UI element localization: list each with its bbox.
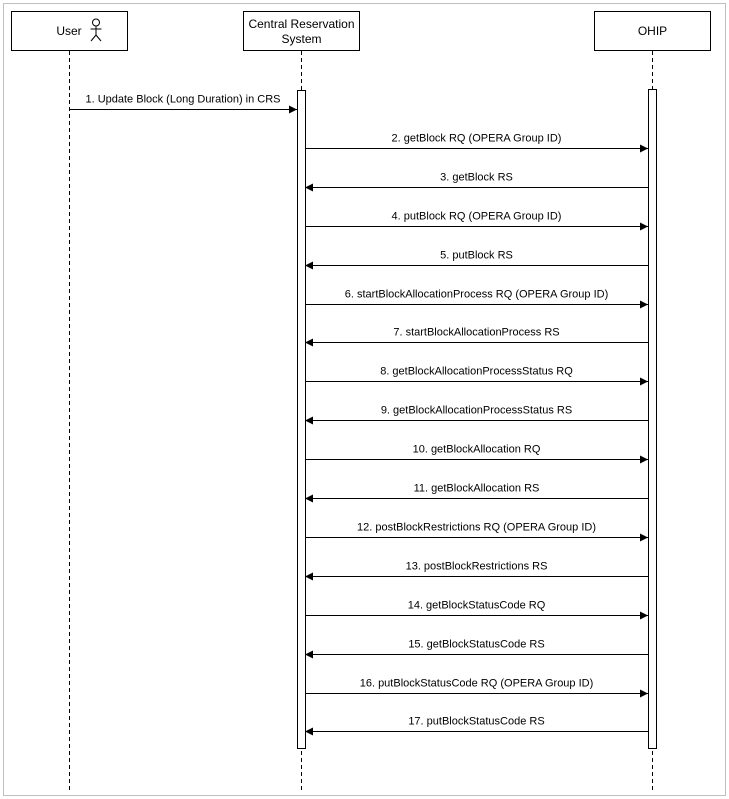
message-label: 11. getBlockAllocation RS — [414, 483, 540, 495]
message-label: 16. putBlockStatusCode RQ (OPERA Group I… — [360, 678, 594, 690]
message-label: 8. getBlockAllocationProcessStatus RQ — [380, 366, 573, 378]
participant-label-line-1: Central Reservation — [248, 17, 354, 31]
message-label: 15. getBlockStatusCode RS — [408, 639, 544, 651]
message-label: 6. startBlockAllocationProcess RQ (OPERA… — [345, 289, 608, 301]
message: 6. startBlockAllocationProcess RQ (OPERA… — [305, 289, 648, 309]
message: 15. getBlockStatusCode RS — [305, 639, 648, 659]
participant-label: User — [56, 24, 81, 38]
message: 4. putBlock RQ (OPERA Group ID) — [305, 211, 648, 231]
message-label: 4. putBlock RQ (OPERA Group ID) — [392, 211, 562, 223]
message-label: 14. getBlockStatusCode RQ — [408, 600, 546, 612]
message-label: 12. postBlockRestrictions RQ (OPERA Grou… — [357, 522, 596, 534]
message-label: 5. putBlock RS — [440, 250, 513, 262]
message: 1. Update Block (Long Duration) in CRS — [69, 94, 297, 114]
message-label: 10. getBlockAllocation RQ — [413, 444, 541, 456]
activation-bar-crs — [297, 90, 306, 749]
participant-ohip: OHIP — [594, 11, 711, 51]
message-label: 13. postBlockRestrictions RS — [406, 561, 548, 573]
diagram-frame — [3, 3, 726, 796]
message: 11. getBlockAllocation RS — [305, 483, 648, 503]
message: 14. getBlockStatusCode RQ — [305, 600, 648, 620]
message-label: 3. getBlock RS — [440, 172, 513, 184]
message-label: 1. Update Block (Long Duration) in CRS — [85, 94, 280, 106]
message: 2. getBlock RQ (OPERA Group ID) — [305, 133, 648, 153]
message: 9. getBlockAllocationProcessStatus RS — [305, 405, 648, 425]
message: 13. postBlockRestrictions RS — [305, 561, 648, 581]
message: 10. getBlockAllocation RQ — [305, 444, 648, 464]
participant-label: OHIP — [638, 24, 667, 38]
message: 17. putBlockStatusCode RS — [305, 716, 648, 736]
message: 8. getBlockAllocationProcessStatus RQ — [305, 366, 648, 386]
participant-crs: Central Reservation System — [243, 11, 360, 51]
actor-stick-figure-icon — [90, 18, 102, 42]
message: 12. postBlockRestrictions RQ (OPERA Grou… — [305, 522, 648, 542]
participant-label-line-2: System — [281, 32, 321, 46]
participant-box — [11, 11, 128, 51]
message-list: 1. Update Block (Long Duration) in CRS 2.… — [69, 94, 648, 736]
message: 16. putBlockStatusCode RQ (OPERA Group I… — [305, 678, 648, 698]
participant-box — [243, 11, 360, 51]
message: 5. putBlock RS — [305, 250, 648, 270]
message: 7. startBlockAllocationProcess RS — [305, 327, 648, 347]
message: 3. getBlock RS — [305, 172, 648, 192]
message-label: 9. getBlockAllocationProcessStatus RS — [381, 405, 572, 417]
message-label: 2. getBlock RQ (OPERA Group ID) — [392, 133, 562, 145]
participant-user: User — [11, 11, 128, 51]
message-label: 7. startBlockAllocationProcess RS — [393, 327, 559, 339]
message-label: 17. putBlockStatusCode RS — [408, 716, 544, 728]
participant-box — [594, 11, 711, 51]
activation-bar-ohip — [648, 89, 657, 749]
